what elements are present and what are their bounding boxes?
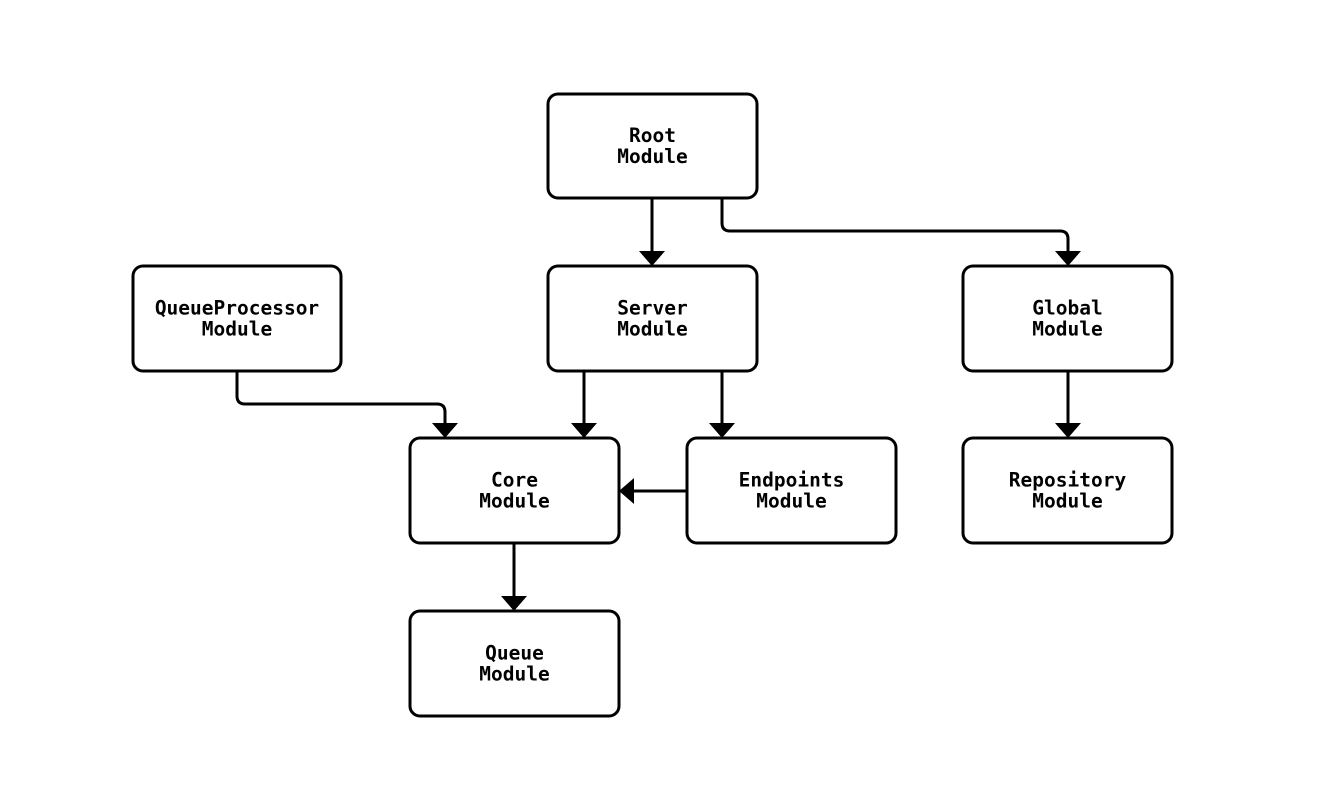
node-label-line: Module <box>756 490 826 513</box>
arrowhead-icon <box>571 423 597 438</box>
edge-global-to-repository <box>1055 371 1081 438</box>
node-box-repository-module <box>961 436 1174 545</box>
node-label-line: Queue <box>485 642 544 665</box>
node-box-queue-module <box>408 609 621 718</box>
node-label-line: Module <box>479 663 549 686</box>
edge-core-to-queue <box>501 543 527 611</box>
node-label-line: Module <box>1032 490 1102 513</box>
node-label-line: Module <box>479 490 549 513</box>
arrowhead-icon <box>639 251 665 266</box>
edge-queueprocessor-to-core <box>235 371 458 438</box>
node-label-line: Endpoints <box>739 469 845 492</box>
node-label-line: Repository <box>1009 469 1127 492</box>
node-box-queueprocessor-module <box>131 264 343 373</box>
node-label-line: Module <box>617 145 687 168</box>
node-label-line: Root <box>629 124 676 147</box>
node-box-server-module <box>546 264 759 373</box>
node-box-core-module <box>408 436 621 545</box>
edge-line-root-to-global <box>720 198 1070 253</box>
node-label-line: Core <box>491 469 538 492</box>
arrowhead-icon <box>501 596 527 611</box>
node-label-line: Module <box>617 318 687 341</box>
edge-root-to-global <box>720 198 1081 266</box>
arrowhead-icon <box>619 478 634 504</box>
arrowhead-icon <box>1055 251 1081 266</box>
node-label-line: Module <box>1032 318 1102 341</box>
edge-line-queueprocessor-to-core <box>235 371 447 425</box>
node-label-line: Global <box>1032 297 1102 320</box>
node-label-line: Server <box>617 297 687 320</box>
node-box-root-module <box>546 92 759 200</box>
arrowhead-icon <box>1055 423 1081 438</box>
node-box-endpoints-module <box>685 436 898 545</box>
edge-root-to-server <box>639 198 665 266</box>
node-box-global-module <box>961 264 1174 373</box>
edge-endpoints-to-core <box>619 478 687 504</box>
arrowhead-icon <box>709 423 735 438</box>
node-label-line: Module <box>202 318 272 341</box>
edge-server-to-endpoints <box>709 371 735 438</box>
edge-server-to-core <box>571 371 597 438</box>
arrowhead-icon <box>432 423 458 438</box>
node-label-line: QueueProcessor <box>155 297 319 320</box>
